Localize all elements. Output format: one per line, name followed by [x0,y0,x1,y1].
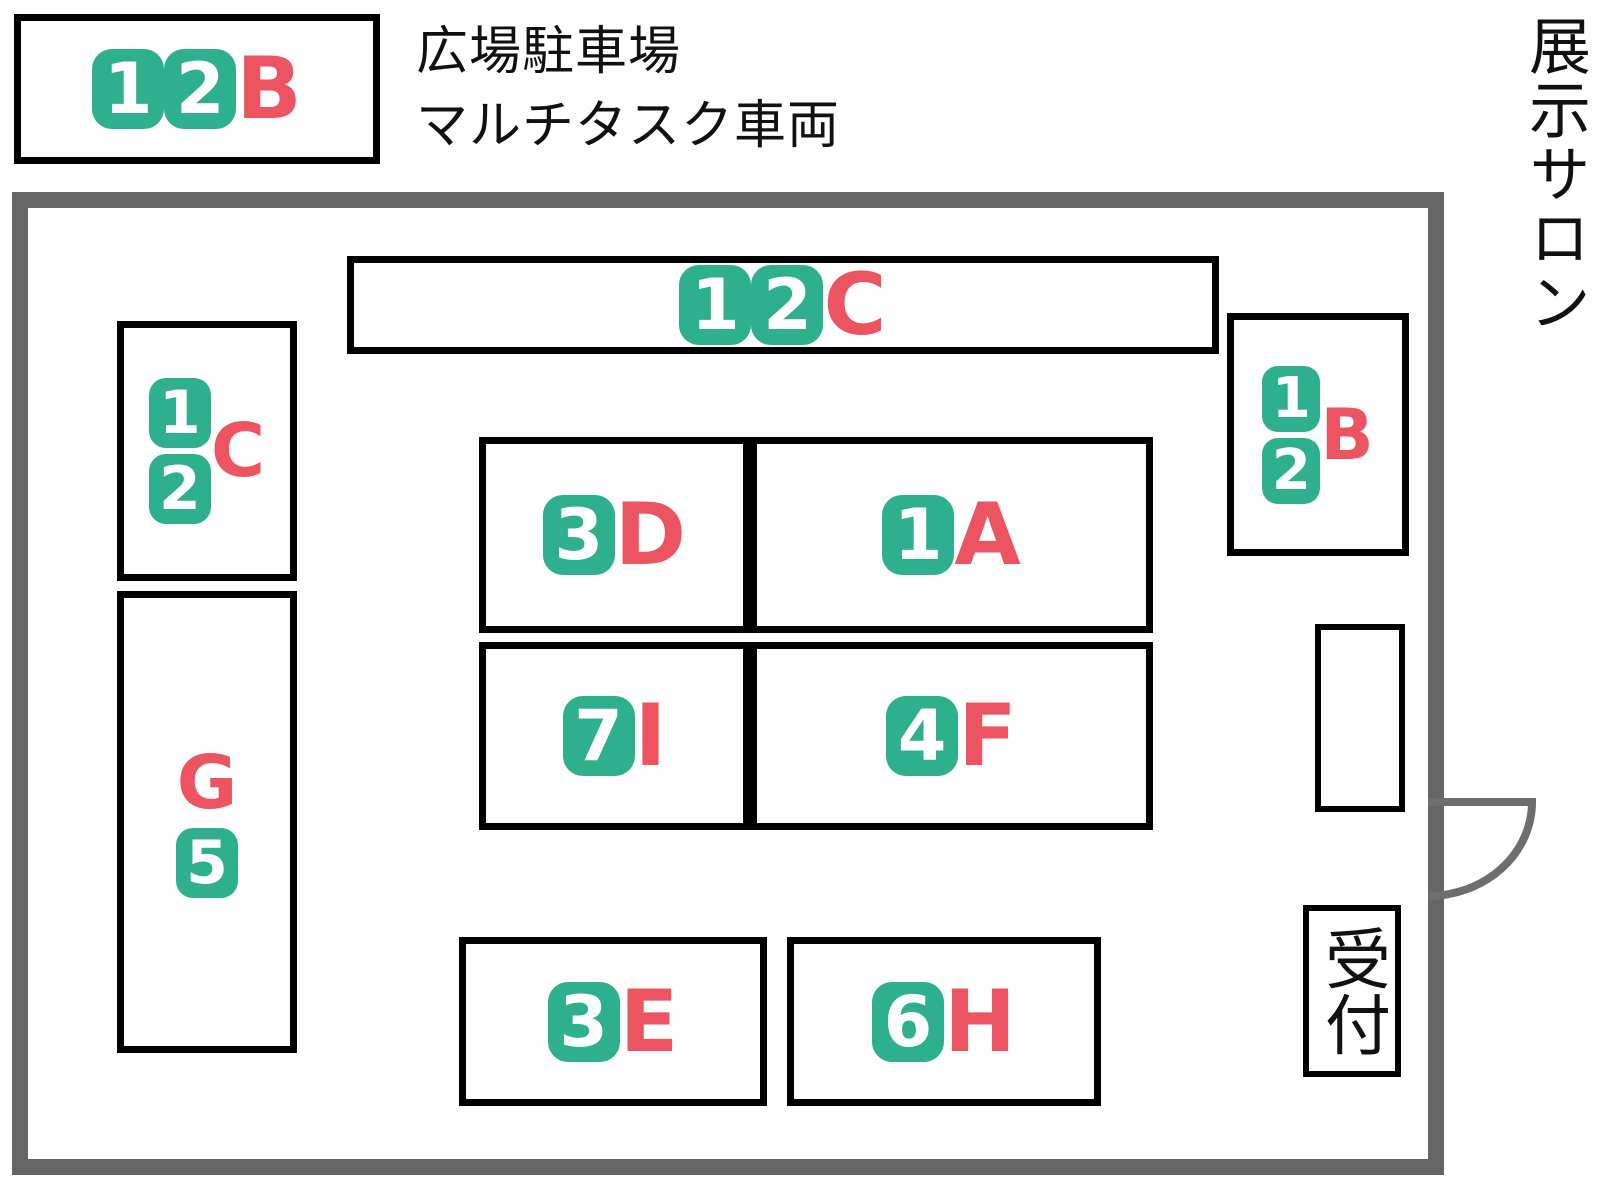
door-swing-icon [1428,798,1537,900]
stand-1a-letter: A [954,485,1021,585]
stand-12b-right-code: 1 2 B [1262,365,1374,504]
empty-stand-box[interactable] [1315,624,1405,812]
stand-12c-left[interactable]: 1 2 C [117,321,297,581]
stand-4f-badge-4: 4 [886,696,959,776]
stand-12c-top-letter: C [823,255,887,355]
stand-7i[interactable]: 7 I [479,642,750,830]
stand-6h[interactable]: 6 H [787,937,1101,1106]
legend-code: 1 2 B [92,46,302,132]
stand-g5[interactable]: G 5 [117,591,297,1053]
stand-12c-left-badge-2: 2 [148,454,211,524]
stand-12c-top[interactable]: 1 2 C [347,256,1219,354]
stand-1a[interactable]: 1 A [750,437,1153,633]
stand-1a-badge-1: 1 [882,495,955,575]
stand-12b-right-badge-1: 1 [1262,365,1321,432]
stand-6h-letter: H [944,971,1016,1072]
stand-3d-code: 3 D [542,485,687,585]
legend-box: 1 2 B [14,14,380,164]
stand-12b-right[interactable]: 1 2 B [1227,313,1409,556]
exhibition-hall-floor: 1 2 C 1 2 C G 5 [12,192,1444,1175]
stand-12b-right-letter: B [1320,393,1374,476]
stand-12c-left-numbers: 1 2 [148,378,211,524]
stand-12c-top-badge-2: 2 [751,265,824,345]
floor-interior: 1 2 C 1 2 C G 5 [28,208,1428,1159]
stand-3e-letter: E [619,971,679,1072]
legend-letter: B [236,39,302,139]
legend-badge-2: 2 [164,49,237,129]
stand-g5-letter: G [176,740,238,826]
reception-box[interactable]: 受付 [1303,905,1401,1077]
stand-4f[interactable]: 4 F [750,642,1153,830]
stand-7i-code: 7 I [562,686,667,786]
stand-7i-badge-7: 7 [562,696,635,776]
stand-3d-badge-3: 3 [542,495,615,575]
stand-g5-badge-5: 5 [176,828,238,898]
legend-caption-line-2: マルチタスク車両 [416,95,841,156]
stand-12c-left-badge-1: 1 [148,378,211,448]
hall-title: 展示サロン [1518,14,1591,334]
stand-3e-badge-3: 3 [547,981,620,1062]
stand-1a-code: 1 A [882,492,1021,578]
stand-12b-right-badge-2: 2 [1262,437,1321,504]
stand-12b-right-numbers: 1 2 [1262,365,1321,504]
stand-12c-left-letter: C [210,408,266,494]
stand-3d[interactable]: 3 D [479,437,750,633]
stand-12c-top-badge-1: 1 [679,265,752,345]
legend-caption: 広場駐車場 マルチタスク車両 [416,16,976,164]
stand-3e-code: 3 E [547,971,679,1072]
stand-6h-code: 6 H [872,979,1016,1065]
reception-label: 受付 [1314,925,1391,1057]
legend-badge-1: 1 [92,49,165,129]
stand-3e[interactable]: 3 E [459,937,767,1106]
stand-4f-letter: F [958,686,1017,786]
stand-12c-left-code: 1 2 C [148,378,266,524]
stand-4f-code: 4 F [886,693,1017,779]
stand-g5-code: G 5 [176,746,238,898]
stand-12c-top-code: 1 2 C [679,255,887,355]
stand-6h-badge-6: 6 [872,981,944,1062]
stand-3d-letter: D [614,485,687,585]
stand-7i-letter: I [634,686,667,786]
legend-caption-line-1: 広場駐車場 [416,22,682,82]
